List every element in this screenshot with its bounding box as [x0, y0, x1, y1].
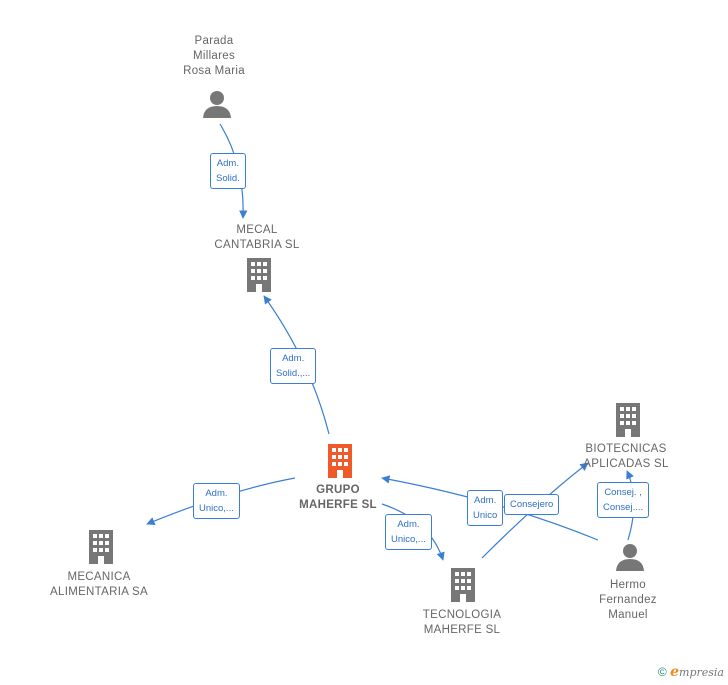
node-label-line: APLICADAS SL	[583, 458, 669, 470]
building-icon[interactable]	[613, 403, 643, 437]
node-label-biotecnicas[interactable]: BIOTECNICAS APLICADAS SL	[583, 442, 668, 472]
node-label-line: BIOTECNICAS	[585, 443, 667, 455]
edge-label-line: Consej. ,	[604, 487, 642, 498]
edge-label-line: Unico,...	[391, 534, 426, 545]
node-label-line: CANTABRIA SL	[214, 239, 300, 251]
node-label-parada[interactable]: Parada Millares Rosa Maria	[183, 34, 245, 79]
edge-label-line: Adm.	[397, 519, 420, 530]
edge-label-line: Adm.	[205, 488, 228, 499]
node-label-line: Millares	[192, 50, 235, 62]
edge-label-line: Adm.	[474, 495, 497, 506]
node-label-mecal[interactable]: MECAL CANTABRIA SL	[214, 223, 299, 253]
edge-label-line: Solid.,...	[276, 368, 311, 379]
footer-brand: © empresia	[658, 664, 724, 680]
node-label-line: TECNOLOGIA	[422, 609, 502, 621]
node-label-line: MECAL	[236, 224, 278, 236]
edge-label-hermo-grupo[interactable]: Adm. Unico	[467, 490, 504, 526]
person-icon[interactable]	[615, 542, 645, 572]
copyright-icon: ©	[657, 665, 667, 679]
edge-label-grupo-tecnologia[interactable]: Adm. Unico,...	[385, 514, 432, 550]
edge-label-line: Adm.	[216, 158, 239, 169]
edge-label-line: Unico,...	[199, 503, 234, 514]
edge-label-tecnologia-biotecnicas[interactable]: Consejero	[504, 494, 560, 515]
node-label-mecanica[interactable]: MECANICA ALIMENTARIA SA	[50, 570, 148, 600]
brand-name: mpresia	[679, 666, 724, 679]
building-icon[interactable]	[448, 568, 478, 602]
brand-initial: e	[670, 664, 680, 680]
edge-label-line: Adm.	[282, 353, 305, 364]
edge-label-line: Consej....	[603, 502, 644, 513]
node-label-line: Hermo	[609, 579, 646, 591]
edge-label-parada-mecal[interactable]: Adm. Solid.	[210, 153, 246, 189]
node-label-line: ALIMENTARIA SA	[50, 586, 148, 598]
node-label-line: GRUPO	[316, 484, 360, 496]
building-icon[interactable]	[86, 530, 116, 564]
edge-label-grupo-mecanica[interactable]: Adm. Unico,...	[193, 483, 240, 519]
node-label-line: Fernandez	[599, 594, 657, 606]
person-icon[interactable]	[202, 89, 232, 119]
node-label-line: MAHERFE SL	[299, 499, 377, 511]
node-label-hermo[interactable]: Hermo Fernandez Manuel	[599, 578, 657, 623]
node-label-line: Parada	[194, 35, 234, 47]
node-label-grupo[interactable]: GRUPO MAHERFE SL	[299, 483, 377, 513]
node-label-tecnologia[interactable]: TECNOLOGIA MAHERFE SL	[423, 608, 501, 638]
node-label-line: MAHERFE SL	[423, 624, 501, 636]
edge-label-line: Solid.	[216, 173, 240, 184]
node-label-line: MECANICA	[67, 571, 131, 583]
node-label-line: Rosa Maria	[183, 65, 245, 77]
building-icon-main[interactable]	[325, 444, 355, 478]
node-label-line: Manuel	[608, 609, 648, 621]
edge-label-grupo-mecal[interactable]: Adm. Solid.,...	[270, 348, 317, 384]
edge-label-line: Unico	[473, 510, 498, 521]
building-icon[interactable]	[244, 258, 274, 292]
edge-label-hermo-biotecnicas[interactable]: Consej. , Consej....	[597, 482, 650, 518]
edge-label-line: Consejero	[510, 499, 554, 510]
brand-logo: empresia	[670, 664, 724, 680]
